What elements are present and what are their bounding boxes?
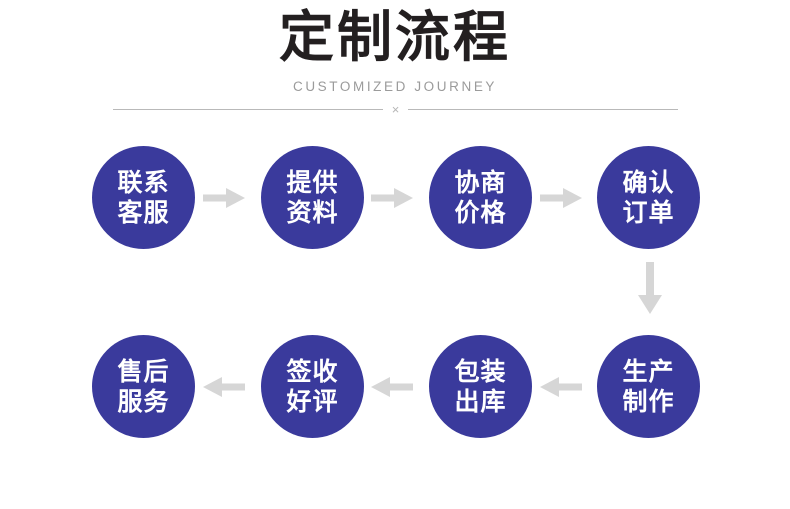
divider-rule-left: [113, 108, 383, 110]
node-label-line1: 包装: [454, 356, 507, 386]
node-after-sales[interactable]: 售后 服务: [92, 335, 195, 438]
node-label-line1: 确认: [622, 167, 675, 197]
divider-rule-right: [408, 108, 678, 110]
node-label-line2: 服务: [117, 386, 170, 416]
arrow-right-icon: [540, 186, 582, 210]
node-label-line2: 价格: [454, 197, 507, 227]
node-sign-review[interactable]: 签收 好评: [261, 335, 364, 438]
node-label-line1: 协商: [454, 167, 507, 197]
flow-row-1: 联系 客服 提供 资料 协商 价格 确认 订单: [0, 146, 790, 256]
page-subtitle: CUSTOMIZED JOURNEY: [292, 79, 498, 94]
node-label-line2: 制作: [622, 386, 675, 416]
node-label-line1: 提供: [286, 167, 339, 197]
node-confirm-order[interactable]: 确认 订单: [597, 146, 700, 249]
page-title: 定制流程: [278, 5, 511, 69]
arrow-right-icon: [371, 186, 413, 210]
arrow-down-icon: [636, 262, 664, 314]
arrow-right-icon: [203, 186, 245, 210]
node-production[interactable]: 生产 制作: [597, 335, 700, 438]
node-label-line2: 客服: [117, 197, 170, 227]
node-label-line2: 订单: [622, 197, 675, 227]
node-label-line1: 联系: [117, 167, 170, 197]
node-label-line2: 资料: [286, 197, 339, 227]
node-contact-service[interactable]: 联系 客服: [92, 146, 195, 249]
node-package-ship[interactable]: 包装 出库: [429, 335, 532, 438]
node-label-line1: 签收: [286, 356, 339, 386]
flow-row-2: 售后 服务 签收 好评 包装 出库 生产 制作: [0, 335, 790, 445]
title-divider: ×: [113, 101, 678, 117]
node-label-line1: 生产: [622, 356, 675, 386]
node-label-line2: 出库: [454, 386, 507, 416]
node-label-line1: 售后: [117, 356, 170, 386]
node-provide-materials[interactable]: 提供 资料: [261, 146, 364, 249]
arrow-left-icon: [371, 375, 413, 399]
arrow-left-icon: [540, 375, 582, 399]
divider-x-icon: ×: [391, 101, 400, 117]
header: 定制流程 CUSTOMIZED JOURNEY ×: [0, 0, 790, 125]
node-negotiate-price[interactable]: 协商 价格: [429, 146, 532, 249]
node-label-line2: 好评: [286, 386, 339, 416]
arrow-left-icon: [203, 375, 245, 399]
